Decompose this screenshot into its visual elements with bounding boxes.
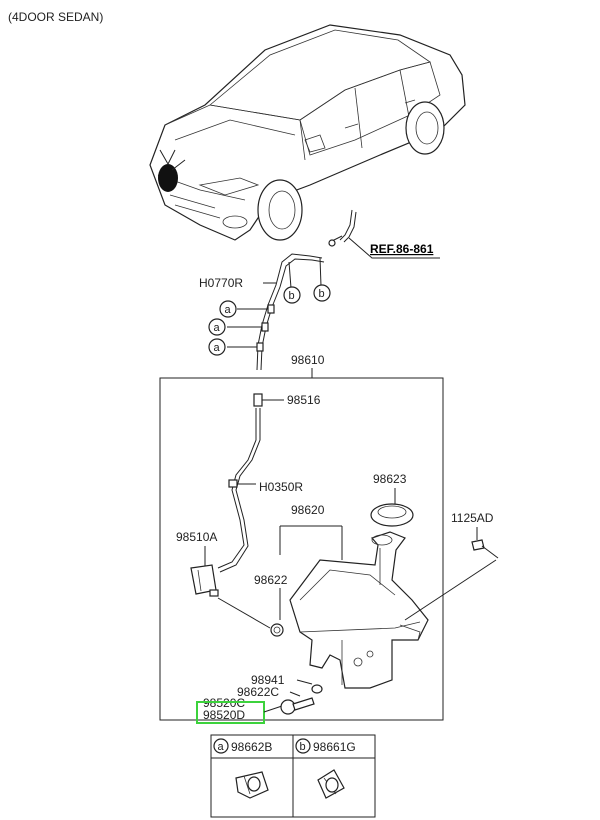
svg-text:b: b — [289, 290, 295, 302]
clip-marker-a-1: a — [219, 300, 237, 318]
svg-text:a: a — [218, 741, 225, 753]
connector-98516 — [253, 393, 284, 407]
callout-grommet: 98622 — [254, 573, 288, 587]
reservoir-tank — [289, 531, 497, 689]
clip-marker-b-1: b — [283, 286, 301, 304]
callout-hose-lower: H0350R — [259, 480, 303, 494]
legend-item-b: b 98661G — [295, 738, 356, 799]
callout-bolt: 1125AD — [451, 511, 494, 525]
svg-text:b: b — [319, 288, 325, 300]
ref-hose — [328, 209, 440, 259]
car-illustration — [149, 24, 466, 241]
clip-marker-a-2: a — [208, 318, 226, 336]
callout-connector: 98516 — [287, 393, 321, 407]
clip-marker-b-2: b — [313, 284, 331, 302]
assembly-box — [159, 377, 444, 721]
svg-text:98661G: 98661G — [313, 740, 356, 754]
callout-cap: 98623 — [373, 472, 407, 486]
grommet-98622 — [270, 623, 284, 637]
legend-item-a: a 98662B — [213, 738, 272, 799]
reservoir-location-marker — [158, 164, 178, 192]
callout-assembly: 98610 — [291, 353, 325, 367]
clip-a-icon — [235, 771, 269, 799]
upper-hose — [227, 253, 325, 371]
callout-filter: 98941 — [251, 673, 285, 687]
callout-reservoir: 98620 — [291, 503, 325, 517]
svg-text:b: b — [300, 741, 306, 753]
svg-text:a: a — [214, 322, 221, 334]
nozzle-98510A — [190, 564, 271, 629]
bolt-1125AD — [471, 539, 499, 559]
callout-nozzle: 98510A — [176, 530, 217, 544]
pump-98520 — [280, 697, 315, 715]
seal-98622C — [311, 684, 323, 694]
highlight-box — [196, 701, 265, 724]
clip-b-icon — [317, 769, 345, 799]
svg-text:a: a — [214, 342, 221, 354]
lower-hose — [217, 408, 261, 573]
svg-text:98662B: 98662B — [231, 740, 272, 754]
ref-label: REF.86-861 — [370, 242, 434, 256]
callout-seal: 98622C — [237, 685, 279, 699]
clip-legend: a 98662B b 98661G — [210, 734, 376, 818]
cap-98623 — [370, 503, 414, 527]
svg-text:a: a — [225, 304, 232, 316]
variant-title: (4DOOR SEDAN) — [8, 10, 103, 24]
callout-pump-d: 98520D — [203, 708, 245, 722]
clip-marker-a-3: a — [208, 338, 226, 356]
callout-hose-upper: H0770R — [199, 276, 243, 290]
